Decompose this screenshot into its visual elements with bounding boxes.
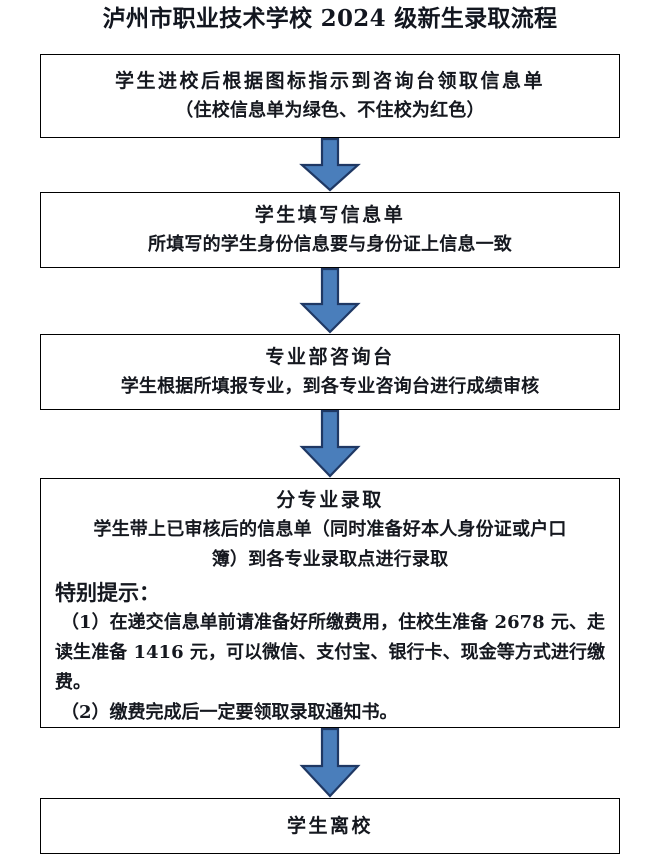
down-arrow-icon [299, 728, 361, 798]
flow-step-4-detail-line-2: 簿）到各专业录取点进行录取 [211, 549, 449, 570]
flow-step-2-heading: 学生填写信息单 [254, 204, 406, 226]
down-arrow-glyph [299, 728, 361, 798]
down-arrow-glyph [299, 138, 361, 192]
flow-step-1-content: 学生进校后根据图标指示到咨询台领取信息单 （住校信息单为绿色、不住校为红色） [41, 55, 619, 137]
flow-step-3-detail: 学生根据所填报专业，到各专业咨询台进行成绩审核 [120, 376, 540, 397]
special-notice-item-1: （1）在递交信息单前请准备好所缴费用，住校生准备 2678 元、走读生准备 14… [55, 612, 605, 693]
flow-step-1-heading: 学生进校后根据图标指示到咨询台领取信息单 [114, 70, 545, 92]
flow-step-1-box: 学生进校后根据图标指示到咨询台领取信息单 （住校信息单为绿色、不住校为红色） [40, 54, 620, 138]
down-arrow-glyph [299, 268, 361, 334]
flow-step-2-content: 学生填写信息单 所填写的学生身份信息要与身份证上信息一致 [41, 193, 619, 267]
page-title: 泸州市职业技术学校 2024 级新生录取流程 [102, 5, 558, 32]
special-notice-item-2: （2）缴费完成后一定要领取录取通知书。 [61, 702, 398, 723]
flow-step-2-box: 学生填写信息单 所填写的学生身份信息要与身份证上信息一致 [40, 192, 620, 268]
flow-step-4-box: 分专业录取 学生带上已审核后的信息单（同时准备好本人身份证或户口 簿）到各专业录… [40, 478, 620, 728]
down-arrow-icon [299, 268, 361, 334]
down-arrow-icon [299, 138, 361, 192]
flow-step-4-detail-line-1: 学生带上已审核后的信息单（同时准备好本人身份证或户口 [93, 519, 567, 540]
flow-step-2-detail: 所填写的学生身份信息要与身份证上信息一致 [148, 234, 512, 255]
down-arrow-icon [299, 410, 361, 478]
flow-step-5-heading: 学生离校 [286, 815, 373, 837]
flow-step-3-heading: 专业部咨询台 [265, 346, 395, 368]
flow-step-4-content: 分专业录取 学生带上已审核后的信息单（同时准备好本人身份证或户口 簿）到各专业录… [41, 479, 619, 727]
special-notice-title: 特别提示： [55, 580, 160, 605]
flow-step-3-content: 专业部咨询台 学生根据所填报专业，到各专业咨询台进行成绩审核 [41, 335, 619, 409]
flow-step-1-detail: （住校信息单为绿色、不住校为红色） [175, 100, 485, 121]
flow-step-3-box: 专业部咨询台 学生根据所填报专业，到各专业咨询台进行成绩审核 [40, 334, 620, 410]
flow-step-5-content: 学生离校 [41, 799, 619, 853]
flow-step-5-box: 学生离校 [40, 798, 620, 854]
flow-step-4-heading: 分专业录取 [276, 489, 384, 511]
down-arrow-glyph [299, 410, 361, 478]
